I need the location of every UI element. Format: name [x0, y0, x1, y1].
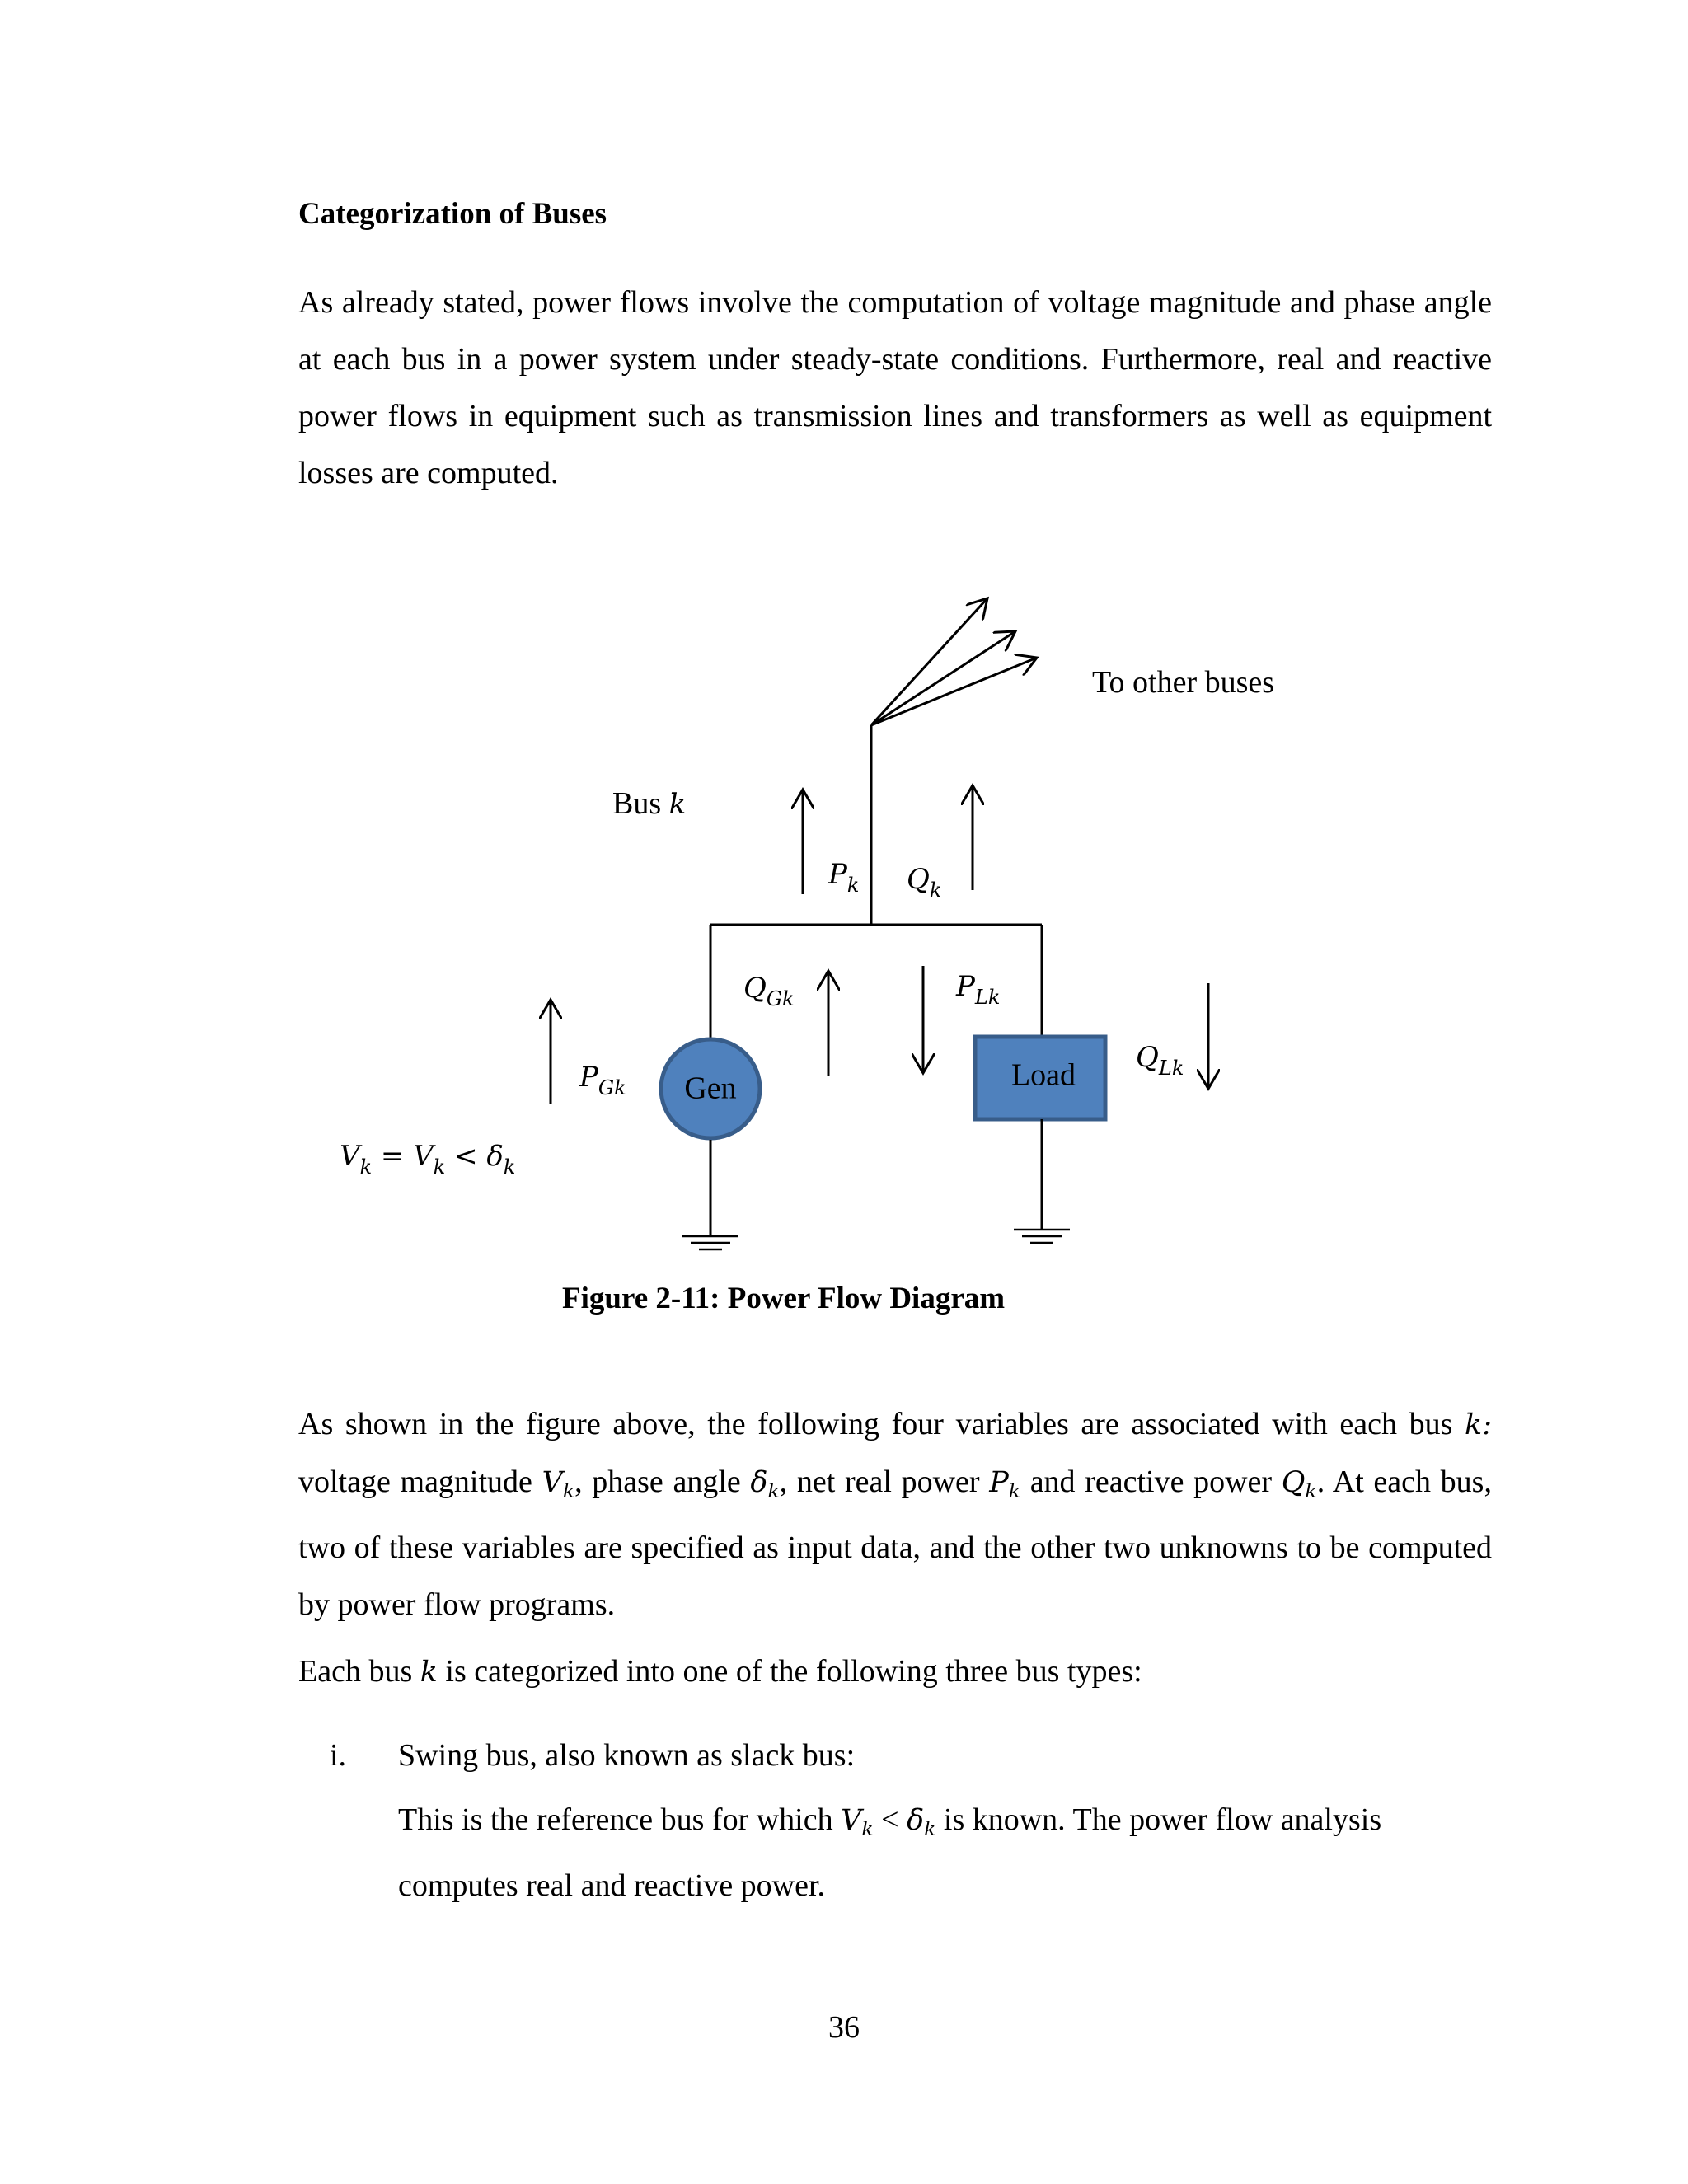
qlk-label: QLk [1136, 1041, 1184, 1080]
to-other-buses-label: To other buses [1092, 665, 1274, 700]
intro-paragraph: As already stated, power flows involve t… [298, 285, 1492, 490]
bus-label-text: Bus [612, 786, 661, 821]
load-label: Load [1011, 1058, 1076, 1093]
section-heading: Categorization of Buses [298, 197, 607, 231]
voltage-equation: Vk = Vk < δk [340, 1140, 515, 1179]
generator-node [659, 1037, 762, 1141]
figure-caption: Figure 2-11: Power Flow Diagram [562, 1282, 1006, 1315]
bus-k-label: Bus k [612, 786, 686, 821]
pgk-label: PGk [579, 1061, 626, 1099]
list-item-number: i. [330, 1738, 347, 1773]
branch-arrow-3 [870, 658, 1037, 727]
qgk-label: QGk [743, 972, 795, 1010]
gen-ground-symbol [682, 1235, 738, 1251]
plk-label: PLk [955, 970, 1000, 1009]
bus-types-intro: Each bus k is categorized into one of th… [298, 1654, 1142, 1689]
load-node [973, 1034, 1108, 1122]
variables-paragraph: As shown in the figure above, the follow… [298, 1407, 1492, 1623]
list-item-title: Swing bus, also known as slack bus: [398, 1738, 856, 1773]
qk-label: Qk [907, 863, 941, 902]
load-ground-symbol [1014, 1228, 1070, 1244]
page-number: 36 [828, 2010, 860, 2045]
bus-var: k [669, 788, 687, 821]
pk-label: Pk [828, 858, 859, 897]
list-item-body: This is the reference bus for which Vk <… [398, 1802, 1382, 1904]
branch-arrow-2 [870, 631, 1015, 727]
branch-arrow-1 [870, 598, 987, 727]
gen-label: Gen [684, 1071, 736, 1106]
